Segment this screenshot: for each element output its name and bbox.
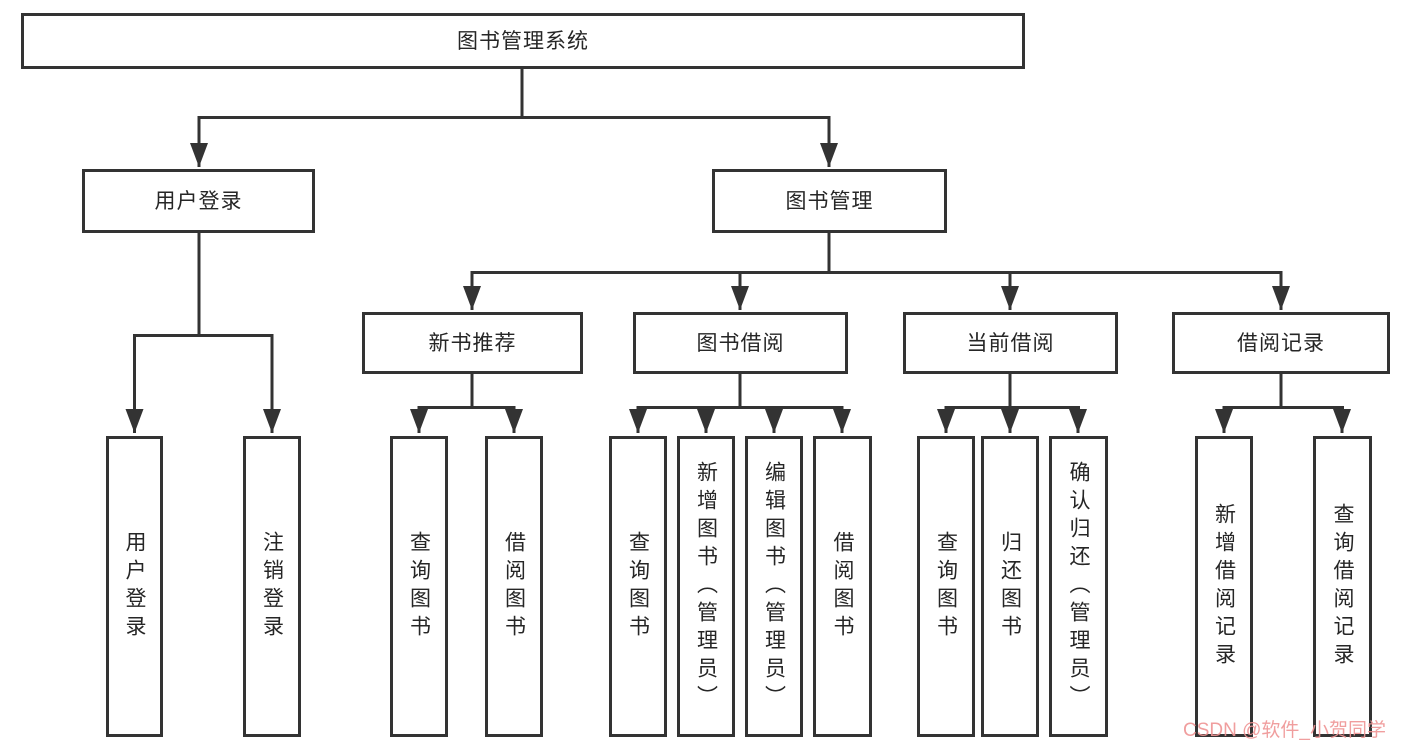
leaf-borrow-books-newbook: 借阅图书 <box>485 436 543 737</box>
node-borrow-records: 借阅记录 <box>1172 312 1390 374</box>
connector-mgmt-to-level3 <box>463 233 1290 310</box>
leaf-query-books-newbook: 查询图书 <box>390 436 448 737</box>
leaf-query-books-borrow: 查询图书 <box>609 436 667 737</box>
connector-login-to-leaves <box>125 233 281 433</box>
leaf-query-books-current: 查询图书 <box>917 436 975 737</box>
node-current-borrow: 当前借阅 <box>903 312 1118 374</box>
connector-current-to-leaves <box>937 374 1087 433</box>
connector-records-to-leaves <box>1215 374 1351 433</box>
csdn-watermark: CSDN @软件_小贺同学 <box>1183 720 1386 741</box>
connector-borrow-to-leaves <box>629 374 851 433</box>
node-user-login: 用户登录 <box>82 169 315 233</box>
leaf-query-borrow-record: 查询借阅记录 <box>1313 436 1372 737</box>
node-book-management: 图书管理 <box>712 169 947 233</box>
connector-root-to-level2 <box>190 69 838 167</box>
leaf-confirm-return-admin: 确认归还（管理员） <box>1049 436 1108 737</box>
leaf-logout: 注销登录 <box>243 436 301 737</box>
node-new-book-recommend: 新书推荐 <box>362 312 583 374</box>
leaf-add-books-admin: 新增图书（管理员） <box>677 436 735 737</box>
leaf-borrow-books: 借阅图书 <box>813 436 872 737</box>
connector-newbook-to-leaves <box>410 374 523 433</box>
node-library-management-system: 图书管理系统 <box>21 13 1025 69</box>
leaf-return-books: 归还图书 <box>981 436 1039 737</box>
node-book-borrow: 图书借阅 <box>633 312 848 374</box>
leaf-edit-books-admin: 编辑图书（管理员） <box>745 436 803 737</box>
leaf-user-login: 用户登录 <box>106 436 163 737</box>
leaf-add-borrow-record: 新增借阅记录 <box>1195 436 1253 737</box>
